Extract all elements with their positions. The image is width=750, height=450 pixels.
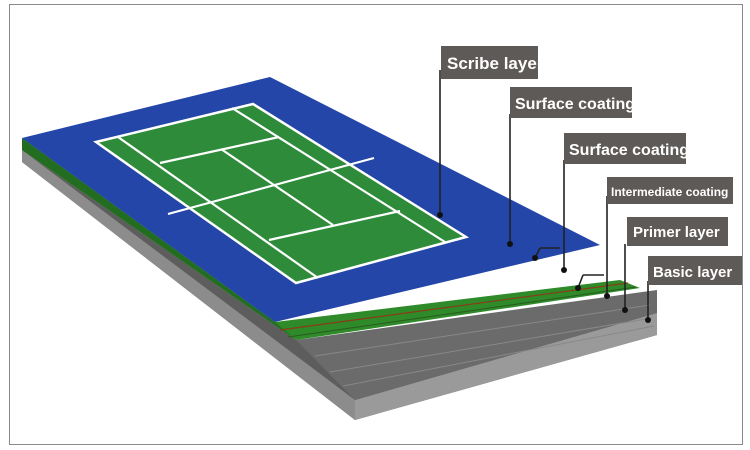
label-surface-coating-1: Surface coating [510, 87, 635, 118]
green-playing-area [93, 102, 470, 285]
green-coating-layers [22, 138, 640, 340]
label-intermediate-coating: Intermediate coating [607, 177, 733, 204]
label-scribe-layer: Scribe layer [441, 46, 544, 79]
leader-lines [439, 70, 649, 320]
label-basic-layer-text: Basic layer [653, 264, 732, 281]
label-surface-coating-2: Surface coating [564, 133, 689, 164]
court-lines [117, 107, 446, 279]
label-surface-coating-1-text: Surface coating [515, 96, 635, 113]
label-surface-coating-2-text: Surface coating [569, 142, 689, 159]
label-basic-layer: Basic layer [648, 256, 742, 285]
label-primer-layer-text: Primer layer [633, 224, 720, 241]
label-intermediate-coating-text: Intermediate coating [611, 185, 728, 199]
label-scribe-layer-text: Scribe layer [447, 54, 544, 73]
label-primer-layer: Primer layer [627, 217, 728, 246]
leader-dots [437, 212, 651, 323]
gray-base-slab [22, 150, 657, 420]
